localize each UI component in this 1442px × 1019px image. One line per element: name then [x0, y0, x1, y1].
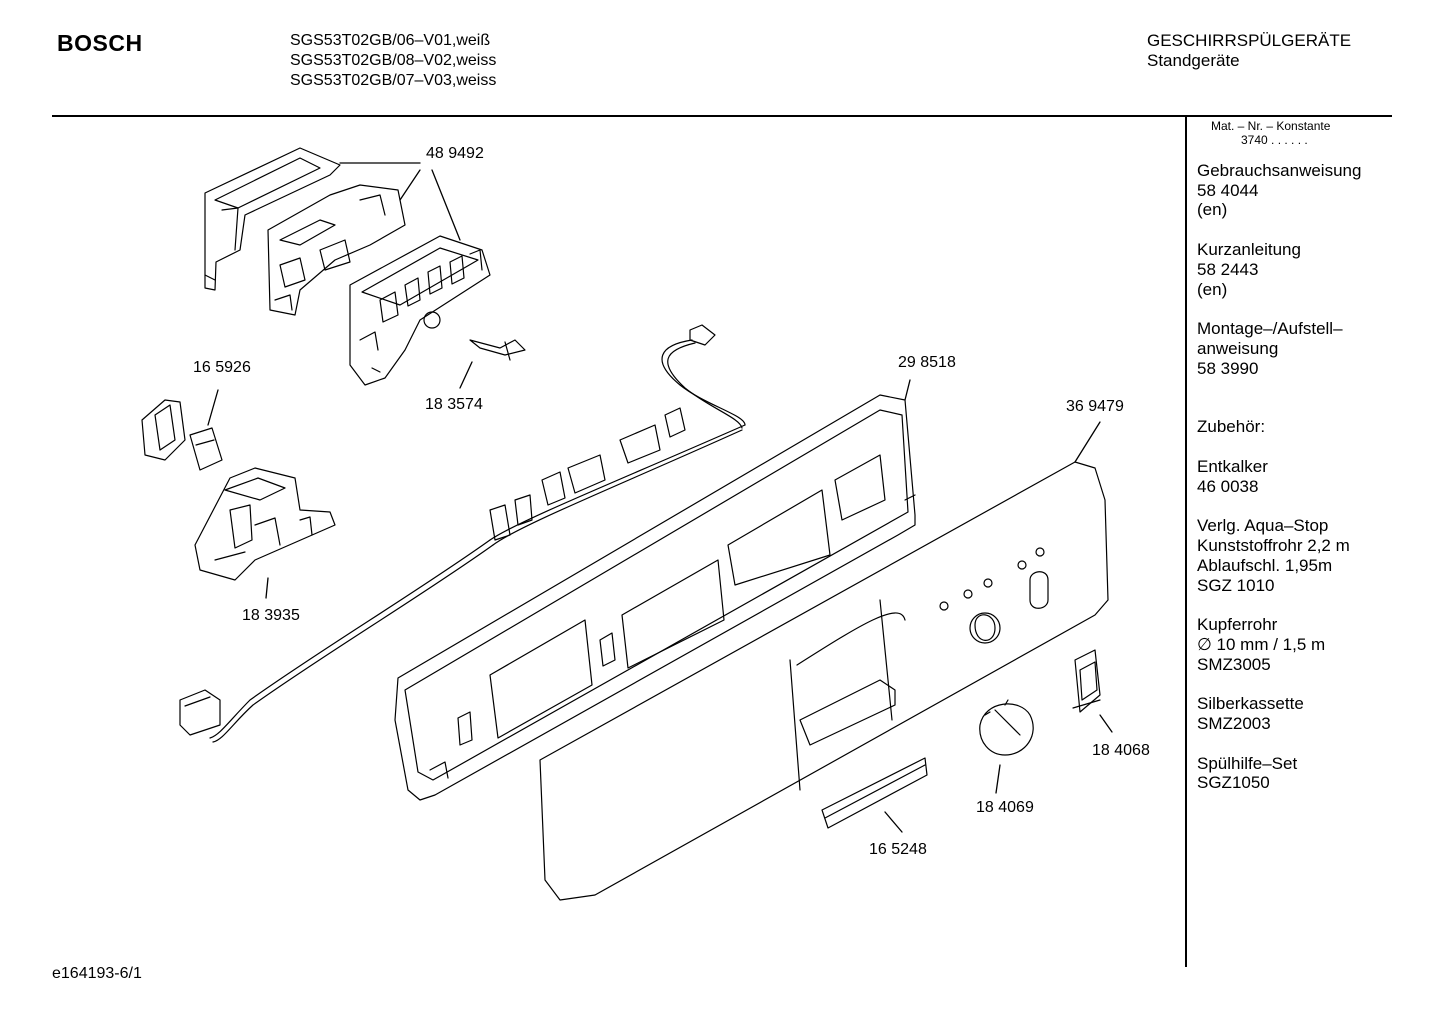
model-line: SGS53T02GB/07–V03,weiss: [290, 72, 497, 89]
accessory-number: 46 0038: [1197, 476, 1259, 496]
sidebar-divider: [1185, 117, 1187, 967]
doc-language: (en): [1197, 200, 1228, 220]
pin-183574: [469, 339, 526, 361]
accessory-title: Silberkassette: [1197, 694, 1304, 714]
konstante-label: Mat. – Nr. – Konstante: [1211, 119, 1331, 133]
model-line: SGS53T02GB/08–V02,weiss: [290, 52, 497, 69]
part-label-165248: 16 5248: [869, 841, 927, 858]
part-label-369479: 36 9479: [1066, 398, 1124, 415]
control-module-frame: [267, 184, 406, 316]
doc-title-cont: anweisung: [1197, 338, 1279, 358]
bracket-165926: [141, 399, 223, 471]
accessory-spuelhilfe: Spülhilfe–Set SGZ1050: [1197, 754, 1361, 793]
knob-184069: [979, 699, 1034, 756]
part-label-183574: 18 3574: [425, 396, 483, 413]
header-divider: [52, 115, 1392, 117]
category-block: GESCHIRRSPÜLGERÄTE Standgeräte: [1147, 31, 1351, 71]
model-line: SGS53T02GB/06–V01,weiß: [290, 32, 491, 49]
front-fascia-369479: [539, 461, 1109, 901]
accessory-kupferrohr: Kupferrohr ∅ 10 mm / 1,5 m SMZ3005: [1197, 615, 1361, 674]
accessory-detail: ∅ 10 mm / 1,5 m: [1197, 634, 1326, 654]
part-label-165926: 16 5926: [193, 359, 251, 376]
part-label-489492: 48 9492: [426, 145, 484, 162]
model-list: SGS53T02GB/06–V01,weiß SGS53T02GB/08–V02…: [290, 31, 496, 91]
accessory-title: Spülhilfe–Set: [1197, 753, 1298, 773]
leader-lines: [207, 162, 1113, 833]
category-title: GESCHIRRSPÜLGERÄTE: [1147, 31, 1352, 50]
sidebar-docs: Gebrauchsanweisung 58 4044 (en) Kurzanle…: [1197, 161, 1361, 793]
accessory-entkalker: Entkalker 46 0038: [1197, 457, 1361, 496]
accessories-heading: Zubehör:: [1197, 417, 1266, 437]
diagram-id: e164193-6/1: [52, 965, 142, 982]
accessory-detail: Ablaufschl. 1,95m: [1197, 555, 1333, 575]
panel-frame-298518: [394, 394, 916, 801]
control-module-cover: [204, 147, 341, 291]
brand-logo: BOSCH: [57, 30, 143, 56]
part-label-183935: 18 3935: [242, 607, 300, 624]
button-184068: [1072, 649, 1101, 713]
part-label-184068: 18 4068: [1092, 742, 1150, 759]
doc-title: Gebrauchsanweisung: [1197, 161, 1362, 180]
accessory-aqua-stop: Verlg. Aqua–Stop Kunststoffrohr 2,2 m Ab…: [1197, 516, 1361, 595]
doc-number: 58 2443: [1197, 259, 1259, 279]
doc-kurz: Kurzanleitung 58 2443 (en): [1197, 240, 1361, 299]
control-module-board: [349, 235, 491, 386]
doc-gebrauch: Gebrauchsanweisung 58 4044 (en): [1197, 161, 1361, 220]
doc-language: (en): [1197, 279, 1228, 299]
doc-number: 58 4044: [1197, 180, 1259, 200]
wiring-harness: [179, 324, 746, 743]
accessory-number: SGZ1050: [1197, 773, 1270, 793]
part-label-298518: 29 8518: [898, 354, 956, 371]
konstante-value: 3740 . . . . . .: [1241, 133, 1308, 147]
strip-165248: [821, 757, 928, 829]
doc-title: Kurzanleitung: [1197, 240, 1301, 260]
accessory-number: SMZ3005: [1197, 654, 1271, 674]
connector-block-183935: [194, 467, 336, 581]
doc-montage: Montage–/Aufstell– anweisung 58 3990: [1197, 319, 1361, 378]
doc-title: Montage–/Aufstell–: [1197, 319, 1343, 339]
accessory-silberkassette: Silberkassette SMZ2003: [1197, 694, 1361, 733]
accessory-detail: Kunststoffrohr 2,2 m: [1197, 536, 1350, 556]
category-subtitle: Standgeräte: [1147, 51, 1240, 70]
accessory-title: Verlg. Aqua–Stop: [1197, 516, 1329, 536]
accessory-number: SGZ 1010: [1197, 575, 1275, 595]
konstante-block: Mat. – Nr. – Konstante 3740 . . . . . .: [1211, 119, 1330, 147]
accessory-title: Entkalker: [1197, 457, 1268, 477]
part-label-184069: 18 4069: [976, 799, 1034, 816]
accessory-title: Kupferrohr: [1197, 615, 1278, 635]
accessory-number: SMZ2003: [1197, 714, 1271, 734]
doc-number: 58 3990: [1197, 358, 1259, 378]
